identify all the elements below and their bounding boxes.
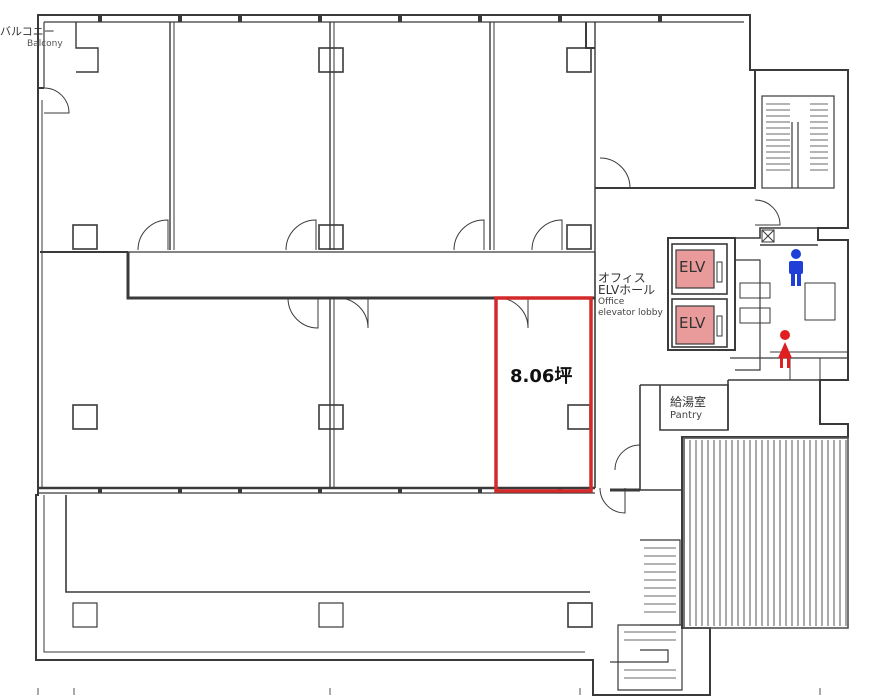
door-swing-icon: [137, 219, 169, 251]
female-restroom-icon: [778, 330, 792, 368]
highlighted-space: [494, 296, 593, 493]
elevator-lobby-label-en-1: Office: [598, 297, 625, 307]
pantry-label-en: Pantry: [670, 410, 702, 421]
elevator-car-1: [675, 249, 715, 289]
elevator-label-2: ELV: [679, 314, 706, 332]
balcony-label-jp: バルコニー: [0, 25, 55, 38]
balcony-label-en: Balcony: [27, 39, 63, 49]
void-hatching: [683, 437, 849, 629]
male-restroom-icon: [789, 249, 803, 286]
balcony-railing: [65, 495, 590, 593]
outer-wall: [35, 14, 849, 696]
elevator-car-2: [675, 305, 715, 345]
elevator-label-1: ELV: [679, 258, 706, 276]
elevator-lobby-label-jp-1: オフィス: [598, 271, 646, 285]
elevator-lobby-label-en-2: elevator lobby: [598, 308, 663, 318]
elevator-lobby-label-jp-2: ELVホール: [598, 283, 656, 297]
highlighted-area-label: 8.06坪: [510, 366, 573, 387]
pantry-label-jp: 給湯室: [670, 395, 707, 409]
